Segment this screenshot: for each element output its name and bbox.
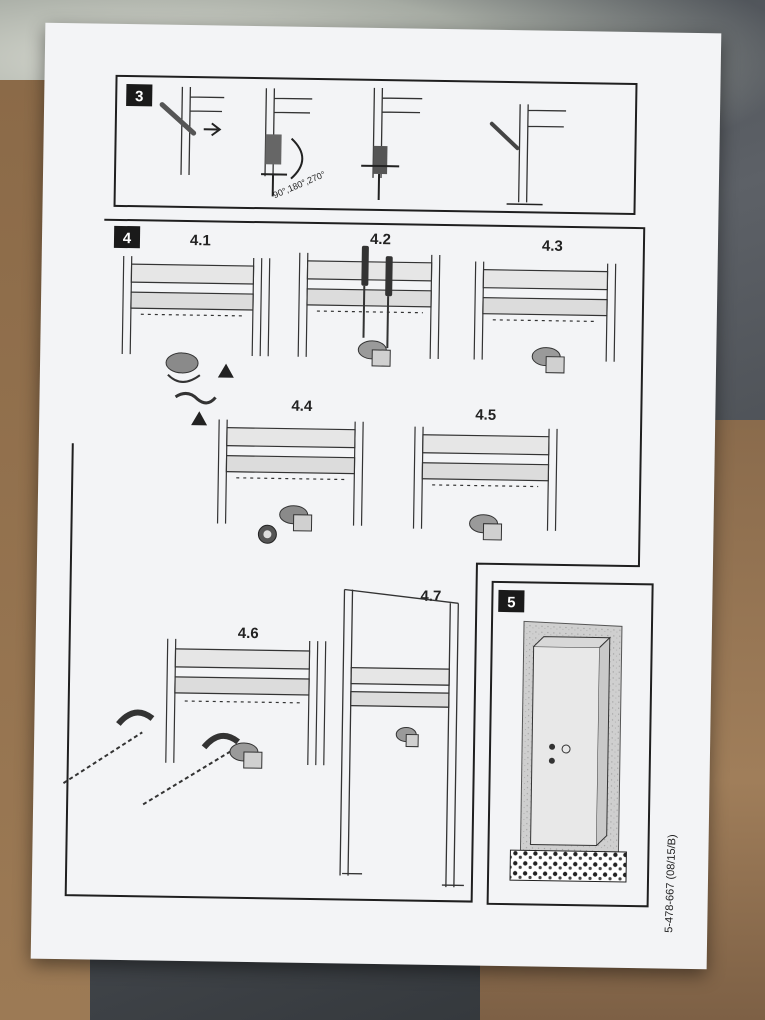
sub-step-4-6: 4.6	[238, 625, 259, 642]
frame-4-4	[216, 419, 364, 526]
frame-4-3	[473, 261, 617, 362]
sub-step-4-4: 4.4	[291, 398, 313, 415]
instruction-sheet: 3 90°,180°,270°	[30, 22, 722, 970]
frame-4-2	[297, 252, 441, 359]
frame-4-5	[412, 426, 558, 531]
sub-step-4-5: 4.5	[475, 407, 496, 424]
step-3-panel: 3 90°,180°,270°	[113, 74, 638, 216]
sub-step-4-7: 4.7	[420, 588, 441, 605]
step-4-panel: 4 4.1 4.2 4.3 4.4 4.5 4.6 4.7	[62, 218, 646, 903]
frame-4-7	[339, 588, 464, 888]
step-4-number: 4	[123, 230, 132, 247]
frame-4-6	[165, 638, 327, 766]
step-5-number: 5	[507, 594, 516, 611]
instruction-drawing: 3 90°,180°,270°	[62, 74, 654, 908]
sub-step-4-3: 4.3	[542, 238, 563, 255]
step-3-number: 3	[135, 88, 144, 105]
step-5-panel: 5	[486, 580, 654, 908]
sub-step-4-1: 4.1	[190, 232, 211, 249]
step-5-badge	[498, 589, 525, 613]
step-4-badge	[113, 225, 141, 249]
frame-4-1	[121, 255, 271, 357]
sub-step-4-2: 4.2	[370, 231, 391, 248]
step-3-badge	[126, 84, 153, 107]
